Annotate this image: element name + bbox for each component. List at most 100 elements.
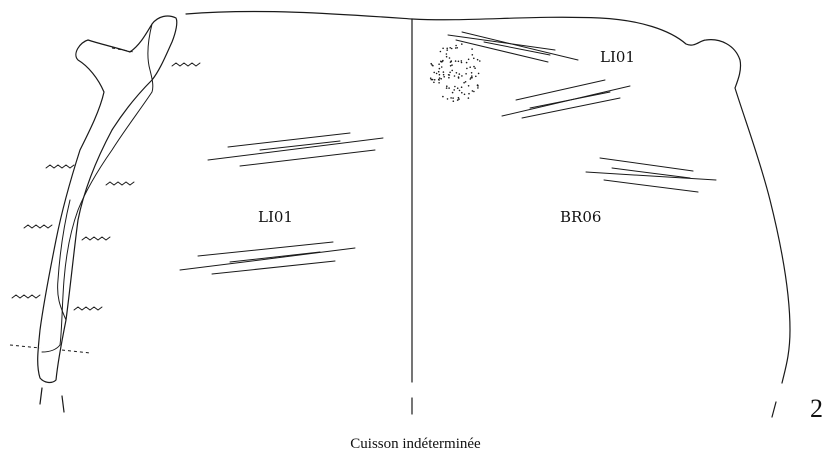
- stipple-dot: [470, 77, 472, 79]
- stipple-dot: [454, 47, 457, 49]
- striations-right-top: [447, 31, 579, 63]
- break-symbol: [73, 306, 103, 311]
- stipple-dot: [429, 77, 432, 79]
- break-symbols: [11, 62, 201, 311]
- profile-section-inner: [41, 23, 154, 353]
- stipple-dot: [449, 61, 452, 63]
- stipple-dot: [458, 98, 460, 100]
- stipple-dot: [473, 65, 475, 68]
- break-symbol: [45, 164, 75, 169]
- stipple-dot: [446, 47, 449, 50]
- stipple-dot: [433, 79, 436, 81]
- stipple-dot: [471, 48, 473, 50]
- stipple-dot: [461, 75, 463, 77]
- stipple-dot: [457, 76, 460, 78]
- cut-marker-left: [9, 344, 41, 349]
- stipple-dot: [475, 75, 477, 78]
- cut-marker-right: [61, 349, 91, 354]
- figure-number: 2: [810, 394, 823, 423]
- stipple-dot: [479, 60, 481, 62]
- stipple-dot: [467, 85, 470, 87]
- stipple-dot: [461, 91, 463, 94]
- stipple-dot: [448, 76, 450, 79]
- stipple-dot: [442, 95, 444, 98]
- stipple-dot: [458, 89, 461, 92]
- stipple-dot: [438, 77, 441, 79]
- striations-right-mid: [501, 79, 631, 119]
- stipple-dot: [438, 82, 440, 84]
- stipple-dot: [430, 62, 433, 65]
- stipple-dot: [463, 93, 466, 96]
- stipple-dot: [474, 67, 476, 69]
- stipple-dot: [448, 87, 450, 89]
- stipple-dot: [477, 72, 480, 75]
- stipple-dot: [456, 47, 459, 49]
- stipple-dot: [457, 96, 460, 99]
- stipple-dot: [473, 90, 475, 93]
- stipple-dot: [438, 79, 440, 81]
- stipple-dot: [466, 67, 468, 70]
- stipple-dot: [450, 97, 452, 99]
- stipple-dot: [476, 58, 479, 61]
- stipple-dot: [453, 75, 456, 77]
- stipple-dot: [445, 55, 448, 58]
- bottom-tick-left-1: [39, 387, 43, 405]
- stipple-dot: [454, 60, 457, 62]
- break-symbol: [171, 62, 201, 67]
- stipple-dot: [469, 66, 472, 68]
- stipple-dot: [470, 72, 473, 74]
- stipple-dot: [473, 57, 475, 60]
- stipple-dot: [458, 73, 461, 75]
- stipple-dot: [442, 73, 445, 76]
- stipple-dot: [452, 97, 454, 99]
- stipple-dot: [440, 60, 442, 63]
- stipple-dot: [445, 53, 448, 55]
- stipple-dot: [460, 86, 463, 88]
- stipple-dot: [464, 81, 467, 83]
- stipple-dot: [463, 81, 465, 84]
- stipple-dot: [454, 85, 456, 88]
- stipple-dot: [431, 64, 433, 66]
- stipple-dot: [449, 47, 452, 49]
- striations-right-lower: [585, 157, 717, 193]
- zone-label-right-upper: LI01: [600, 48, 635, 66]
- vessel-outline: [185, 10, 791, 384]
- stipple-dot: [446, 49, 449, 51]
- figure-caption: Cuisson indéterminée: [350, 436, 481, 452]
- stipple-dot: [451, 64, 453, 66]
- stipple-dot: [476, 84, 479, 86]
- stipple-dot: [467, 58, 470, 61]
- stipple-dot: [460, 60, 463, 62]
- profile-section-inner2: [57, 199, 71, 321]
- zone-label-right: BR06: [560, 208, 601, 226]
- stipple-dot: [451, 91, 454, 94]
- break-symbol: [105, 181, 135, 186]
- break-symbol: [81, 236, 111, 241]
- stipple-dot: [469, 78, 472, 80]
- stipple-dot: [448, 74, 451, 76]
- stipple-dot: [438, 73, 441, 76]
- bottom-tick-left-2: [61, 395, 65, 413]
- stipple-dot: [468, 92, 470, 95]
- stipple-dot: [455, 72, 458, 74]
- stipple-dot: [442, 71, 445, 73]
- stipple-dot: [465, 61, 468, 64]
- cut-marker-top: [111, 47, 135, 53]
- stipple-dot: [451, 69, 454, 72]
- stipple-dot: [456, 99, 459, 101]
- stipple-dot: [471, 90, 474, 92]
- striations-left-upper: [207, 132, 384, 167]
- stipple-dot: [457, 60, 460, 63]
- stipple-dot: [446, 85, 448, 87]
- break-symbol: [23, 224, 53, 229]
- stipple-dot: [449, 65, 452, 67]
- stipple-dot: [456, 87, 459, 89]
- stipple-dot: [465, 73, 467, 75]
- stipple-dot: [440, 66, 443, 68]
- stipple-dot: [441, 60, 444, 62]
- stipple-dot: [431, 78, 434, 81]
- stipple-dot: [445, 87, 448, 89]
- stipple-dot: [477, 87, 479, 89]
- stipple-dot: [439, 50, 442, 53]
